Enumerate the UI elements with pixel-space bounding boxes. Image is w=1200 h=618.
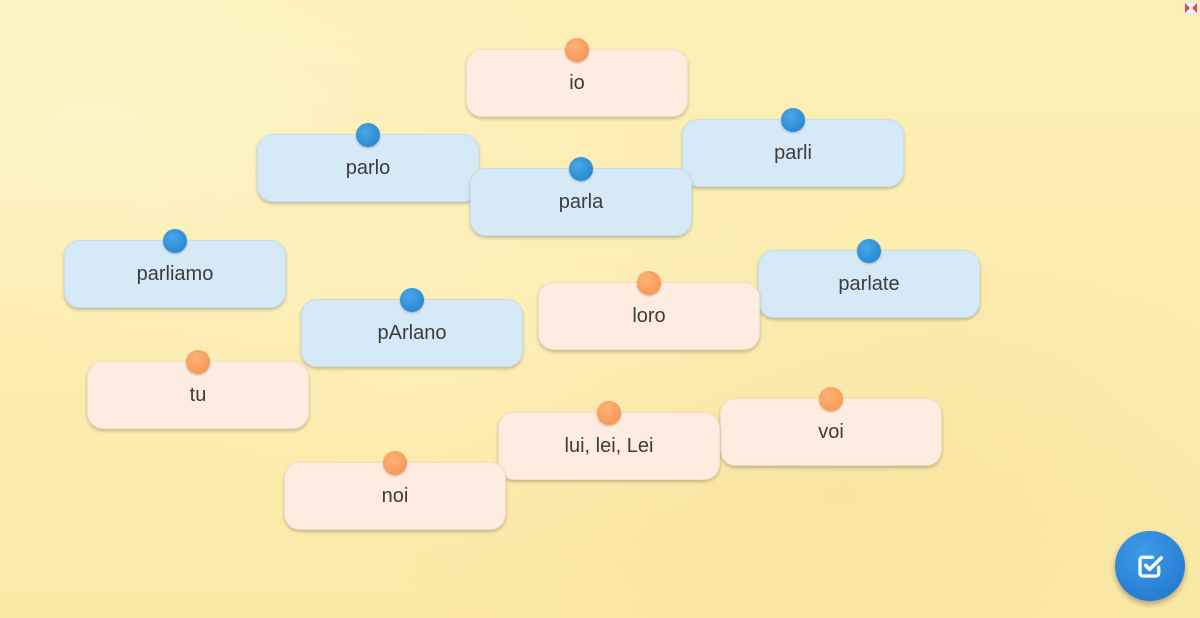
card-label: voi bbox=[818, 420, 844, 443]
card-label: parli bbox=[774, 141, 812, 164]
card-parliamo[interactable]: parliamo bbox=[64, 229, 286, 308]
connector-dot-parlo[interactable] bbox=[356, 123, 380, 147]
connector-dot-noi[interactable] bbox=[383, 451, 407, 475]
card-label: noi bbox=[381, 484, 409, 507]
card-parla[interactable]: parla bbox=[470, 157, 692, 236]
connector-dot-parli[interactable] bbox=[781, 108, 805, 132]
check-answers-button[interactable] bbox=[1115, 531, 1185, 601]
card-label: parlate bbox=[838, 272, 900, 295]
fullscreen-icon[interactable] bbox=[1184, 2, 1198, 14]
card-label: parlo bbox=[345, 156, 391, 179]
connector-dot-parlano[interactable] bbox=[400, 288, 424, 312]
card-lui-lei[interactable]: lui, lei, Lei bbox=[498, 401, 720, 480]
card-label: io bbox=[569, 71, 585, 94]
connector-dot-loro[interactable] bbox=[637, 271, 661, 295]
connector-dot-parla[interactable] bbox=[569, 157, 593, 181]
card-label: parla bbox=[558, 190, 604, 213]
card-voi[interactable]: voi bbox=[720, 387, 942, 466]
card-label: lui, lei, Lei bbox=[564, 434, 654, 457]
card-label: pArlano bbox=[377, 321, 447, 344]
card-label: loro bbox=[632, 304, 666, 327]
card-parlo[interactable]: parlo bbox=[257, 123, 479, 202]
card-parlate[interactable]: parlate bbox=[758, 239, 980, 318]
connector-dot-parlate[interactable] bbox=[857, 239, 881, 263]
connector-dot-parliamo[interactable] bbox=[163, 229, 187, 253]
card-parli[interactable]: parli bbox=[682, 108, 904, 187]
connector-dot-io[interactable] bbox=[565, 38, 589, 62]
card-parlano[interactable]: pArlano bbox=[301, 288, 523, 367]
connector-dot-voi[interactable] bbox=[819, 387, 843, 411]
card-noi[interactable]: noi bbox=[284, 451, 506, 530]
card-loro[interactable]: loro bbox=[538, 271, 760, 350]
checkbox-checked-icon bbox=[1138, 555, 1163, 578]
card-label: tu bbox=[189, 383, 207, 406]
card-tu[interactable]: tu bbox=[87, 350, 309, 429]
card-io[interactable]: io bbox=[466, 38, 688, 117]
card-label: parliamo bbox=[136, 262, 214, 285]
connector-dot-tu[interactable] bbox=[186, 350, 210, 374]
connector-dot-lui-lei[interactable] bbox=[597, 401, 621, 425]
